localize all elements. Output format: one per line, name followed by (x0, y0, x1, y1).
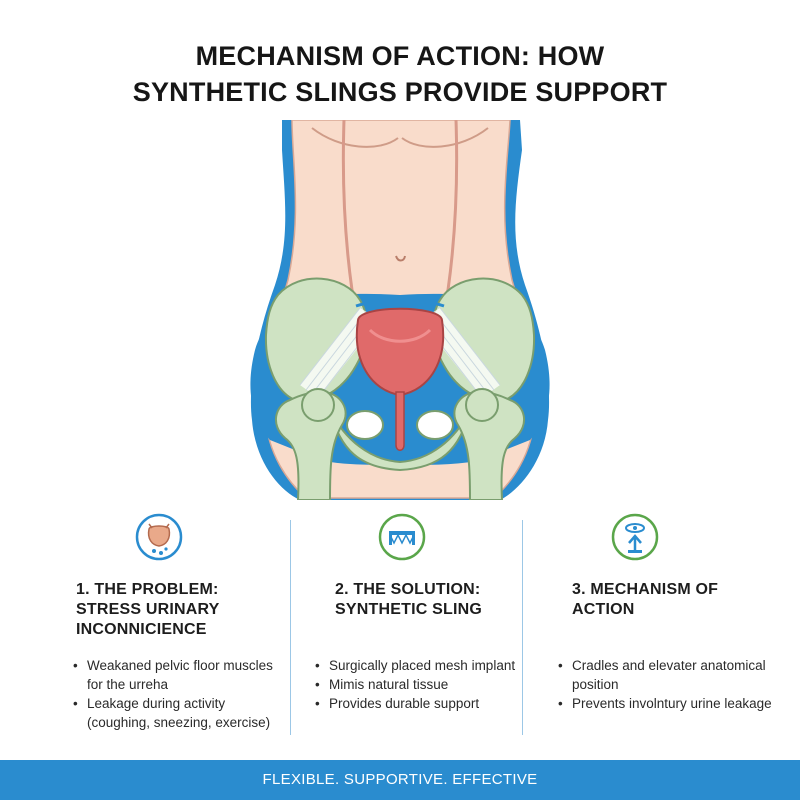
list-item: Mimis natural tissue (315, 675, 535, 694)
sling-under-urethra (355, 298, 445, 308)
femoral-head-right (465, 388, 499, 422)
mechanism-title: 3. MECHANISM OF ACTION (572, 581, 719, 618)
list-item: Surgically placed mesh implant (315, 656, 535, 675)
problem-bullets: Weakaned pelvic floor muscles for the ur… (73, 656, 278, 732)
list-item: Provides durable support (315, 694, 535, 713)
mechanism-column: 3. MECHANISM OF ACTION Cradles and eleva… (548, 512, 778, 713)
iliac-wing-left (264, 277, 368, 403)
pelvis-illustration (250, 120, 550, 500)
page-title: MECHANISM OF ACTION: HOW SYNTHETIC SLING… (0, 38, 800, 110)
title-line-1: MECHANISM OF ACTION: HOW (195, 41, 605, 71)
navel (395, 255, 406, 262)
solution-title: 2. THE SOLUTION: SYNTHETIC SLING (335, 581, 483, 618)
elevate-support-icon (610, 512, 660, 562)
bladder (355, 307, 445, 397)
solution-column: 2. THE SOLUTION: SYNTHETIC SLING Surgica… (305, 512, 535, 713)
column-divider-1 (290, 520, 291, 735)
femoral-head-left (301, 388, 335, 422)
footer-tagline: FLEXIBLE. SUPPORTIVE. EFFECTIVE (0, 760, 800, 800)
problem-title: 1. THE PROBLEM: STRESS URINARY INCONNICI… (76, 581, 220, 638)
list-item: Leakage during activity (coughing, sneez… (73, 694, 278, 732)
list-item: Weakaned pelvic floor muscles for the ur… (73, 656, 278, 694)
obturator-left (346, 410, 384, 440)
bridge-sling-icon (377, 512, 427, 562)
title-line-2: SYNTHETIC SLINGS PROVIDE SUPPORT (132, 77, 668, 107)
obturator-right (416, 410, 454, 440)
bladder-leak-icon (134, 512, 184, 562)
solution-bullets: Surgically placed mesh implant Mimis nat… (315, 656, 535, 713)
problem-column: 1. THE PROBLEM: STRESS URINARY INCONNICI… (48, 512, 278, 732)
list-item: Prevents involntury urine leakage (558, 694, 778, 713)
mechanism-bullets: Cradles and elevater anatomical position… (558, 656, 778, 713)
list-item: Cradles and elevater anatomical position (558, 656, 778, 694)
column-divider-2 (522, 520, 523, 735)
urethra (395, 391, 405, 451)
iliac-wing-right (432, 277, 536, 403)
